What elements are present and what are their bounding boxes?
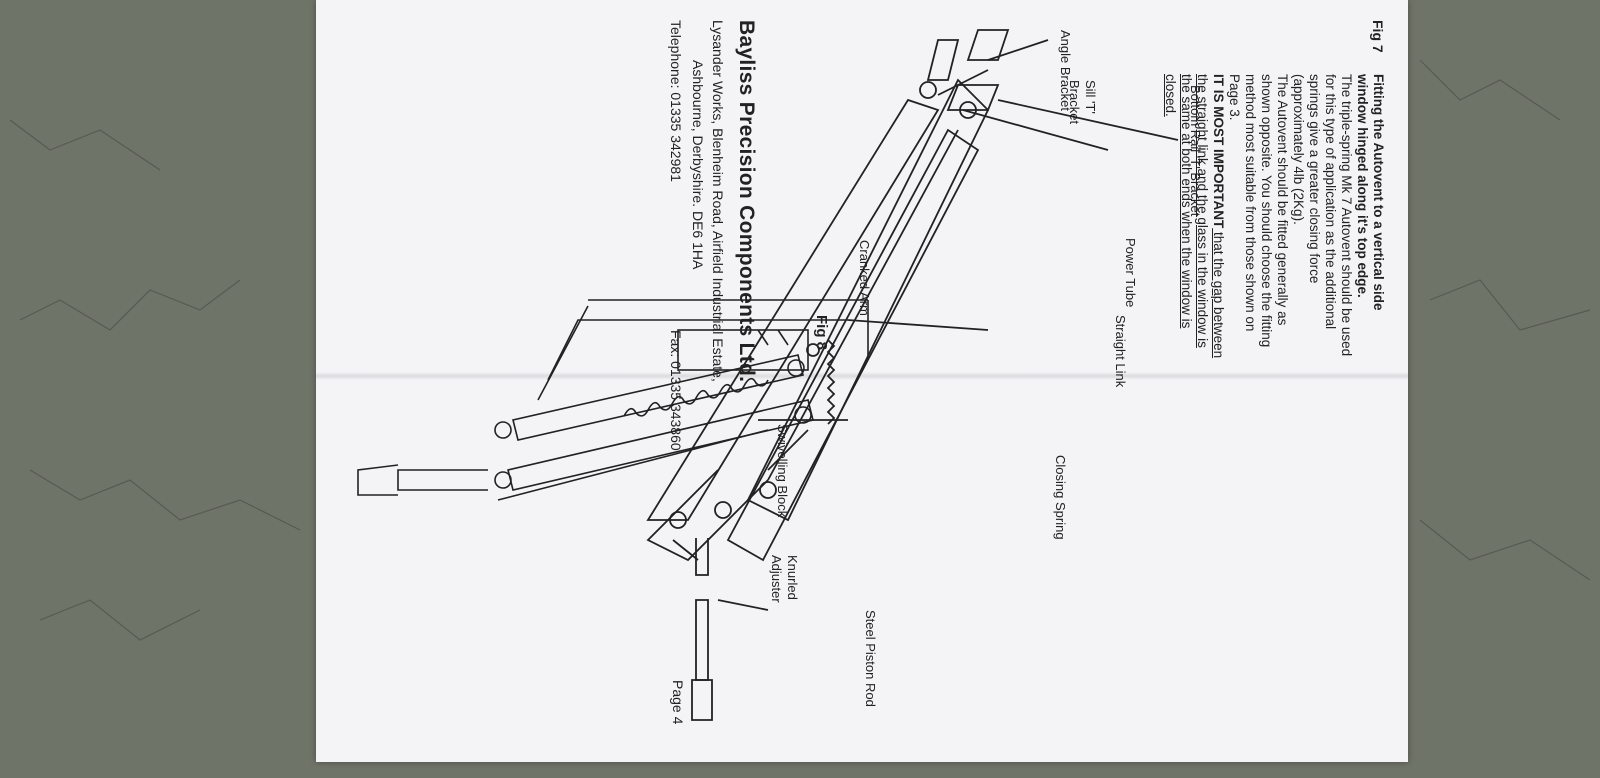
instruction-sheet: Fig 7 Fitting the Autovent to a vertical…: [316, 0, 1408, 762]
rotated-page: Fig 7 Fitting the Autovent to a vertical…: [316, 0, 1408, 762]
page-number: Page 4: [670, 680, 686, 725]
address-line-1: Lysander Works, Blenheim Road, Airfield …: [710, 20, 726, 382]
label-closing-spring: Closing Spring: [1053, 455, 1068, 540]
telephone: Telephone: 01335 342981: [668, 20, 684, 182]
label-cranked-arm: Cranked Arm: [857, 240, 872, 316]
label-knurled-2: Adjuster: [769, 555, 784, 603]
fig7-drawing: [357, 299, 869, 501]
fig8-label: Fig 8: [813, 315, 830, 351]
label-swivelling-block: Swivelling Block: [775, 424, 790, 518]
address-line-2: Ashbourne, Derbyshire. DE6 1HA: [690, 60, 706, 270]
label-knurled-1: Knurled: [785, 555, 800, 600]
fig8-drawing: [646, 29, 1179, 721]
fax: Fax: 01335 343860: [668, 330, 684, 451]
label-straight-link: Straight Link: [1113, 315, 1128, 388]
company-name: Bayliss Precision Components Ltd.: [735, 20, 758, 383]
label-bottom-rail: Bottom Rail 'T' Bracket: [1188, 85, 1203, 217]
label-steel-piston-rod: Steel Piston Rod: [863, 610, 878, 707]
label-sill-t-2: Bracket: [1067, 80, 1082, 125]
page-fold: [316, 372, 1408, 380]
label-sill-t-1: Sill 'T': [1083, 80, 1098, 114]
label-power-tube: Power Tube: [1123, 238, 1138, 308]
